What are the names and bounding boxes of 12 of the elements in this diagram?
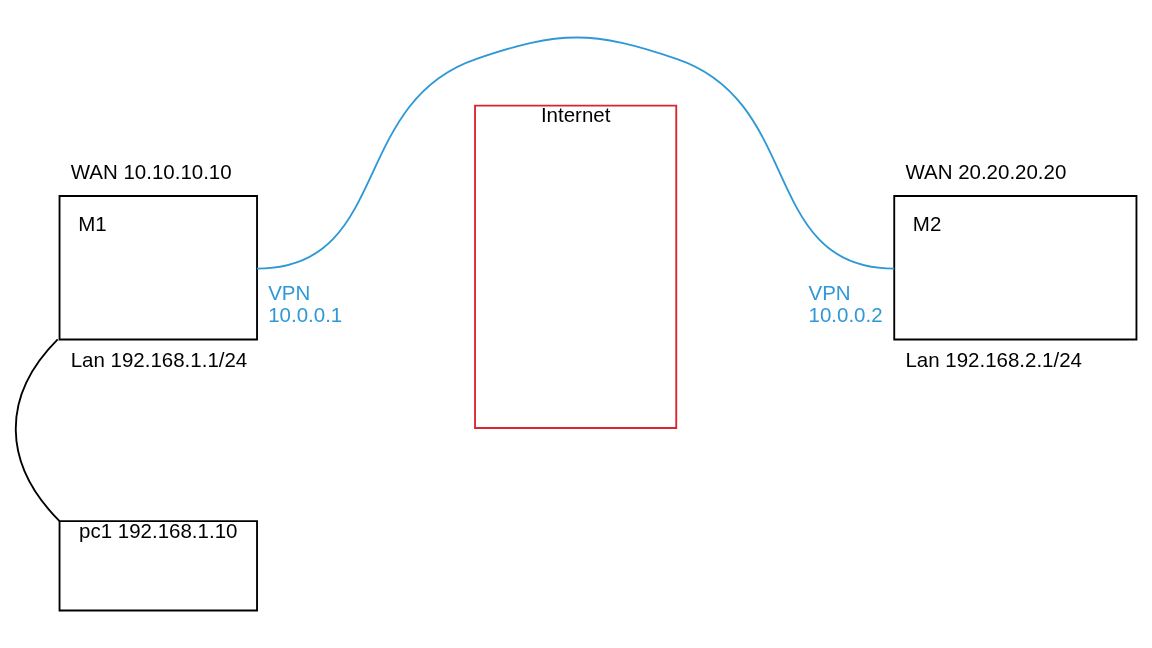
- connector: [14, 338, 61, 523]
- node-label: VPN 10.0.0.1: [268, 280, 343, 327]
- node-box: Internet: [474, 104, 678, 429]
- node-label: Lan 192.168.2.1/24: [905, 348, 1082, 372]
- node-box: M1: [58, 195, 258, 341]
- node-label: VPN 10.0.0.2: [808, 280, 883, 327]
- node-label: WAN 20.20.20.20: [905, 159, 1067, 183]
- node-label: Lan 192.168.1.1/24: [70, 348, 248, 372]
- node-box: pc1 192.168.1.10: [58, 520, 258, 612]
- connector: [256, 36, 896, 270]
- node-label: WAN 10.10.10.10: [70, 159, 232, 183]
- node-box: M2: [893, 195, 1138, 341]
